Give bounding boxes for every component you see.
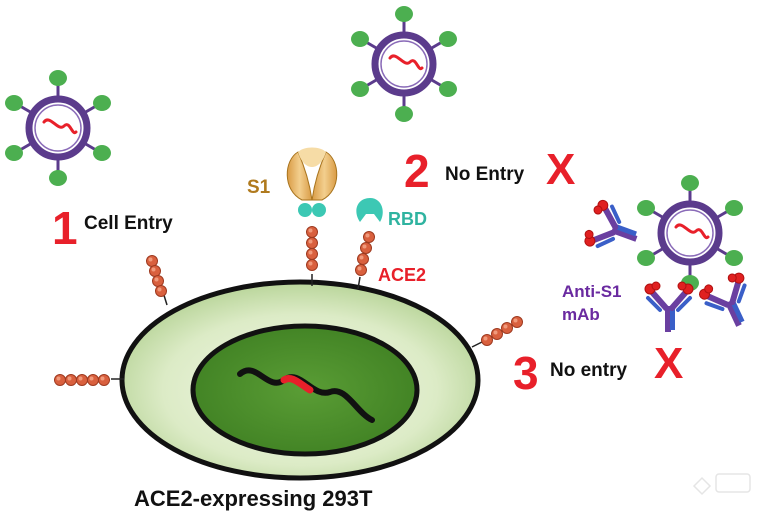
cell-caption: ACE2-expressing 293T <box>134 486 373 511</box>
antibody-label-line2: mAb <box>562 305 600 324</box>
step-3-cross-mark: X <box>654 339 684 388</box>
ace2-receptor-icon <box>54 226 523 386</box>
ace2-label: ACE2 <box>378 265 427 285</box>
virus-icon <box>5 70 111 186</box>
s1-spike-icon <box>286 147 338 217</box>
antibody-icon <box>582 198 645 260</box>
rbd-label: RBD <box>388 209 427 229</box>
watermark-icon <box>692 473 751 496</box>
virus-icon <box>351 6 457 122</box>
step-2-number: 2 <box>404 145 430 197</box>
step-2-text: No Entry <box>445 164 525 185</box>
antibody-label-line1: Anti-S1 <box>562 282 622 301</box>
step-3-number: 3 <box>513 347 539 399</box>
rbd-icon <box>356 198 383 222</box>
dna-icon <box>237 367 375 423</box>
step-1-number: 1 <box>52 202 78 254</box>
virus-icon <box>637 175 743 291</box>
step-1-text: Cell Entry <box>84 213 173 234</box>
step-2-cross-mark: X <box>546 145 576 194</box>
antibody-icon <box>697 270 762 336</box>
s1-label: S1 <box>247 177 271 198</box>
antibody-icon <box>645 282 693 332</box>
step-3-text: No entry <box>550 360 628 381</box>
